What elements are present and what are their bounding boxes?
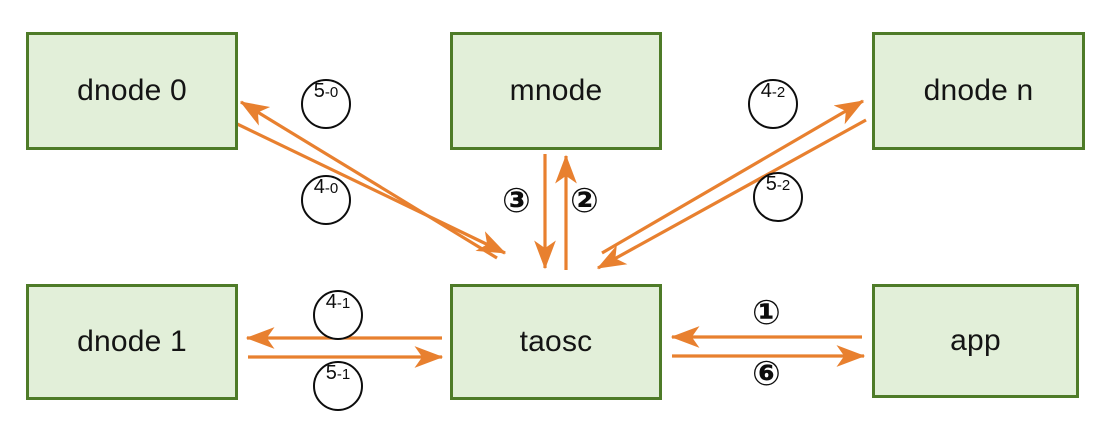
edge-badge-5-2: 5-2: [753, 172, 803, 222]
badge-main: 4: [313, 176, 325, 198]
edge-badge-4-0: 4-0: [301, 175, 351, 225]
edge-badge-4-1: 4-1: [313, 290, 363, 340]
edge-badge-1: ①: [752, 293, 781, 333]
node-app[interactable]: app: [872, 284, 1079, 398]
node-label: dnode n: [923, 74, 1034, 107]
edge-badge-2: ②: [570, 181, 599, 221]
node-dnode-0[interactable]: dnode 0: [26, 32, 238, 150]
edge-badge-5-0: 5-0: [301, 79, 351, 129]
badge-sub: -2: [771, 84, 786, 101]
edge-badge-5-1: 5-1: [313, 361, 363, 411]
edge-5-2: [596, 118, 867, 270]
node-label: dnode 1: [77, 325, 187, 358]
badge-sub: -1: [336, 366, 351, 383]
badge-main: 5: [765, 173, 777, 195]
edge-badge-4-2: 4-2: [748, 79, 798, 129]
edge-badge-6: ⑥: [752, 354, 781, 394]
badge-sub: -1: [336, 295, 351, 312]
edge-badge-3: ③: [502, 181, 531, 221]
node-dnode-n[interactable]: dnode n: [872, 32, 1085, 150]
badge-main: 4: [760, 80, 772, 102]
node-label: taosc: [519, 325, 593, 358]
edge-4-0: [232, 120, 507, 255]
node-taosc[interactable]: taosc: [450, 284, 662, 400]
node-mnode[interactable]: mnode: [450, 32, 662, 150]
node-label: mnode: [509, 74, 603, 107]
edge-4-2: [601, 99, 865, 255]
node-label: app: [950, 324, 1001, 357]
badge-sub: -0: [324, 84, 339, 101]
node-label: dnode 0: [77, 74, 187, 107]
node-dnode-1[interactable]: dnode 1: [26, 284, 238, 400]
badge-sub: -2: [776, 177, 791, 194]
badge-main: 4: [325, 291, 337, 313]
badge-main: 5: [313, 80, 325, 102]
badge-sub: -0: [324, 180, 339, 197]
badge-main: 5: [325, 362, 337, 384]
edge-5-0: [239, 100, 498, 260]
